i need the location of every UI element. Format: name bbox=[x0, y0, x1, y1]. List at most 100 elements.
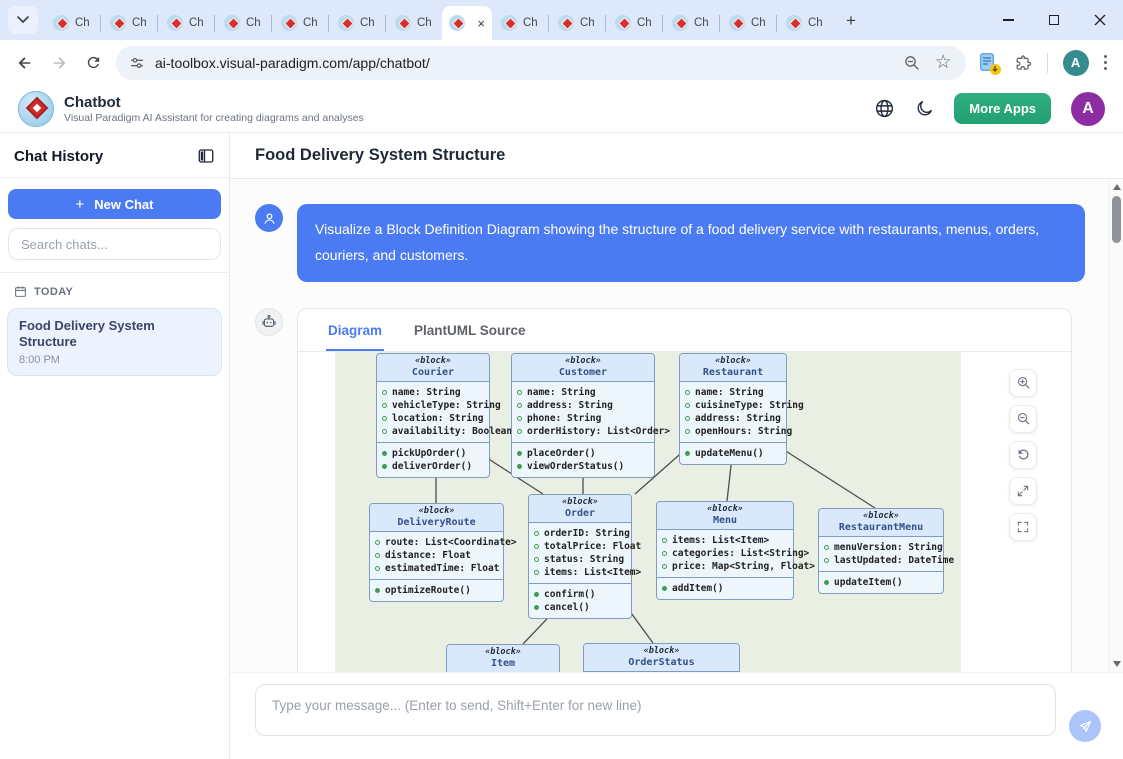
forward-button[interactable] bbox=[44, 48, 74, 78]
block-attribute: name: String bbox=[382, 386, 485, 399]
scroll-up-arrow-icon[interactable] bbox=[1113, 184, 1121, 190]
search-chats-input[interactable] bbox=[8, 228, 221, 260]
zoom-in-button[interactable] bbox=[1009, 369, 1037, 397]
visual-paradigm-favicon bbox=[110, 15, 126, 31]
fullscreen-button[interactable] bbox=[1009, 513, 1037, 541]
forward-icon bbox=[50, 54, 68, 72]
chat-history-item[interactable]: Food Delivery System Structure 8:00 PM bbox=[7, 308, 222, 376]
block-operation: viewOrderStatus() bbox=[517, 460, 650, 473]
block-name: Item bbox=[450, 658, 556, 669]
zoom-indicator-icon[interactable] bbox=[903, 54, 921, 72]
close-window-button[interactable] bbox=[1077, 0, 1123, 40]
attribute-visibility-icon bbox=[662, 538, 667, 543]
send-button[interactable] bbox=[1069, 710, 1101, 742]
browser-tab[interactable]: Ch bbox=[101, 6, 157, 40]
url-text[interactable]: ai-toolbox.visual-paradigm.com/app/chatb… bbox=[155, 55, 893, 71]
attribute-visibility-icon bbox=[685, 390, 690, 395]
divider bbox=[0, 177, 229, 178]
browser-tab[interactable]: Ch bbox=[720, 6, 776, 40]
block-attribute: availability: Boolean bbox=[382, 425, 485, 438]
save-page-icon[interactable] bbox=[980, 53, 998, 73]
app-header: Chatbot Visual Paradigm AI Assistant for… bbox=[0, 85, 1123, 133]
uml-block-order: «block» Order orderID: StringtotalPrice:… bbox=[528, 494, 632, 619]
chat-scrollbar[interactable] bbox=[1108, 179, 1123, 672]
zoom-out-button[interactable] bbox=[1009, 405, 1037, 433]
new-tab-button[interactable]: + bbox=[837, 7, 865, 35]
account-avatar[interactable]: A bbox=[1071, 92, 1105, 126]
block-attribute: menuVersion: String bbox=[824, 541, 939, 554]
tab-plantuml-source[interactable]: PlantUML Source bbox=[412, 309, 528, 351]
robot-icon bbox=[261, 314, 277, 330]
block-operations: optimizeRoute() bbox=[370, 580, 503, 601]
minimize-button[interactable] bbox=[985, 0, 1031, 40]
block-name: Courier bbox=[380, 367, 486, 378]
back-button[interactable] bbox=[10, 48, 40, 78]
browser-tab[interactable]: Ch bbox=[44, 6, 100, 40]
tab-diagram[interactable]: Diagram bbox=[326, 309, 384, 351]
browser-tab[interactable]: Ch bbox=[549, 6, 605, 40]
browser-menu-icon[interactable] bbox=[1104, 55, 1107, 70]
attribute-visibility-icon bbox=[685, 403, 690, 408]
uml-block-item: «block» Item name: String bbox=[446, 644, 560, 672]
browser-tab[interactable]: Ch bbox=[158, 6, 214, 40]
user-message-row: Visualize a Block Definition Diagram sho… bbox=[230, 204, 1123, 282]
dark-mode-moon-icon[interactable] bbox=[915, 99, 934, 118]
browser-tab[interactable]: Ch bbox=[663, 6, 719, 40]
block-attribute: location: String bbox=[382, 412, 485, 425]
reload-button[interactable] bbox=[78, 48, 108, 78]
diagram-viewport[interactable]: «block» Courier name: StringvehicleType:… bbox=[298, 352, 1071, 672]
attribute-visibility-icon bbox=[517, 416, 522, 421]
conversation-title: Food Delivery System Structure bbox=[230, 133, 1123, 179]
attribute-visibility-icon bbox=[824, 545, 829, 550]
block-attribute: name: String bbox=[685, 386, 782, 399]
uml-block-restaurant: «block» Restaurant name: StringcuisineTy… bbox=[679, 353, 787, 465]
address-bar[interactable]: ai-toolbox.visual-paradigm.com/app/chatb… bbox=[116, 46, 966, 80]
chat-main-panel: Food Delivery System Structure Visualize… bbox=[230, 133, 1123, 759]
more-apps-button[interactable]: More Apps bbox=[954, 93, 1051, 124]
new-chat-button[interactable]: + New Chat bbox=[8, 189, 221, 219]
bookmark-star-icon[interactable]: ☆ bbox=[935, 53, 952, 72]
operation-visibility-icon bbox=[534, 605, 539, 610]
tab-close-icon[interactable]: × bbox=[477, 17, 485, 30]
extensions-icon[interactable] bbox=[1013, 53, 1032, 72]
language-globe-icon[interactable] bbox=[874, 98, 895, 119]
uml-block-menu: «block» Menu items: List<Item>categories… bbox=[656, 501, 794, 600]
diagram-result-card: Diagram PlantUML Source bbox=[297, 308, 1072, 672]
zoom-out-icon bbox=[1016, 411, 1031, 426]
block-operations: updateItem() bbox=[819, 572, 943, 593]
assistant-avatar bbox=[255, 308, 283, 336]
attribute-visibility-icon bbox=[534, 544, 539, 549]
block-attribute: orderID: String bbox=[534, 527, 627, 540]
window-controls bbox=[985, 0, 1123, 40]
browser-tab[interactable]: Ch bbox=[272, 6, 328, 40]
browser-tab[interactable]: Ch bbox=[386, 6, 442, 40]
collapse-sidebar-icon[interactable] bbox=[197, 147, 215, 165]
scroll-down-arrow-icon[interactable] bbox=[1113, 661, 1121, 667]
maximize-button[interactable] bbox=[1031, 0, 1077, 40]
visual-paradigm-favicon bbox=[449, 15, 465, 31]
message-input[interactable] bbox=[255, 684, 1056, 736]
section-label: TODAY bbox=[34, 286, 73, 298]
browser-tab-active[interactable]: × bbox=[442, 6, 492, 40]
scrollbar-thumb[interactable] bbox=[1112, 196, 1121, 243]
attribute-visibility-icon bbox=[375, 553, 380, 558]
block-name: Menu bbox=[660, 515, 790, 526]
expand-button[interactable] bbox=[1009, 477, 1037, 505]
browser-tab[interactable]: Ch bbox=[215, 6, 271, 40]
history-section-header: TODAY bbox=[0, 273, 229, 306]
tab-label: Ch bbox=[417, 17, 432, 29]
attribute-visibility-icon bbox=[382, 403, 387, 408]
chat-messages-area[interactable]: Visualize a Block Definition Diagram sho… bbox=[230, 179, 1123, 672]
visual-paradigm-favicon bbox=[338, 15, 354, 31]
reset-view-button[interactable] bbox=[1009, 441, 1037, 469]
operation-visibility-icon bbox=[662, 586, 667, 591]
browser-tab[interactable]: Ch bbox=[492, 6, 548, 40]
block-operation: updateItem() bbox=[824, 576, 939, 589]
block-attribute: distance: Float bbox=[375, 549, 499, 562]
browser-profile-avatar[interactable]: A bbox=[1063, 50, 1089, 76]
browser-tab[interactable]: Ch bbox=[606, 6, 662, 40]
tab-search-button[interactable] bbox=[8, 6, 38, 34]
browser-tab[interactable]: Ch bbox=[777, 6, 833, 40]
browser-tab[interactable]: Ch bbox=[329, 6, 385, 40]
tab-label: Ch bbox=[694, 17, 709, 29]
